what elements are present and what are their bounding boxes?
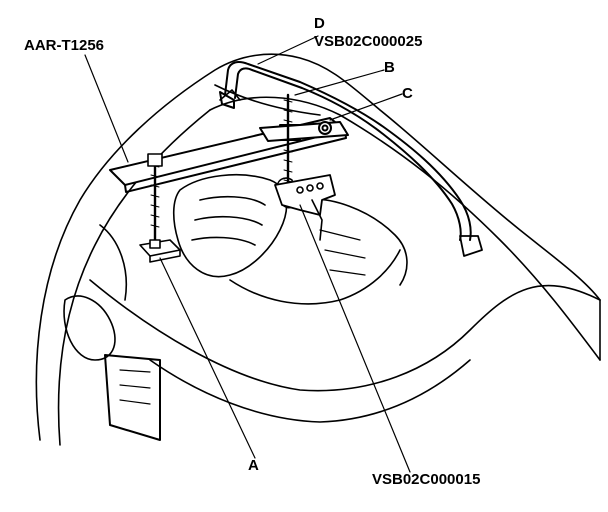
leader-tool (84, 54, 129, 163)
front-grille-detail (63, 224, 161, 441)
leader-b (294, 69, 385, 96)
hook-rod-b (274, 93, 336, 241)
leader-bottom (299, 204, 411, 473)
label-tool-aar-t1256: AAR-T1256 (24, 37, 105, 54)
leader-c (329, 93, 403, 121)
label-bottom-code: VSB02C000015 (372, 471, 481, 488)
beam-aar-t1256 (109, 117, 349, 193)
hook-rod-a (139, 153, 181, 263)
leader-lines (84, 35, 411, 473)
leader-a (159, 257, 256, 459)
leader-d (257, 35, 319, 65)
engine-block (172, 174, 408, 305)
label-b: B (384, 59, 395, 76)
support-rail-d (219, 61, 483, 257)
label-a: A (248, 457, 259, 474)
label-d-code: VSB02C000025 (314, 33, 423, 50)
label-c: C (402, 85, 413, 102)
label-d: D (314, 15, 325, 32)
